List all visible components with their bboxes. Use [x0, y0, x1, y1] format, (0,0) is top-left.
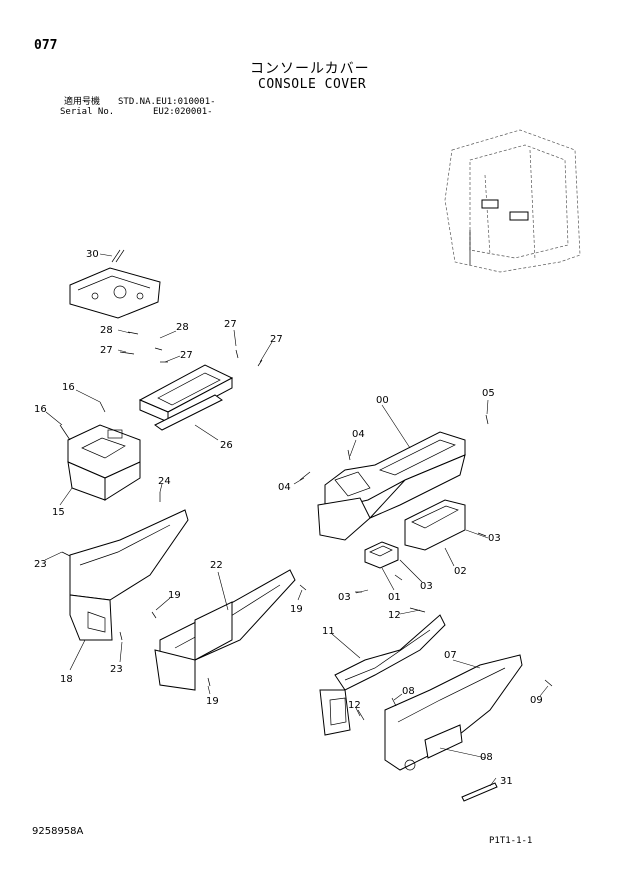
callout-27: 27 — [100, 345, 113, 356]
part-07-right-cover — [384, 654, 523, 771]
callout-18: 18 — [60, 674, 73, 685]
callout-28: 28 — [100, 325, 113, 336]
callout-16: 16 — [62, 382, 75, 393]
part-00-console-body — [317, 431, 466, 541]
part-15-front-box — [67, 424, 141, 501]
leader-lines — [44, 253, 549, 787]
callout-30: 30 — [86, 249, 99, 260]
part-30-switch-panel — [69, 249, 161, 319]
callout-03: 03 — [338, 592, 351, 603]
callout-03: 03 — [488, 533, 501, 544]
callout-05: 05 — [482, 388, 495, 399]
callout-27: 27 — [224, 319, 237, 330]
serial-eu2: EU2:020001- — [153, 107, 213, 117]
callout-08: 08 — [402, 686, 415, 697]
callout-09: 09 — [530, 695, 543, 706]
callout-19: 19 — [168, 590, 181, 601]
screws — [59, 331, 553, 721]
callout-15: 15 — [52, 507, 65, 518]
callout-07: 07 — [444, 650, 457, 661]
part-02-tray — [404, 499, 466, 551]
callout-04: 04 — [352, 429, 365, 440]
callout-22: 22 — [210, 560, 223, 571]
document-code: 9258958A — [32, 826, 84, 837]
callout-28: 28 — [176, 322, 189, 333]
callout-00: 00 — [376, 395, 389, 406]
title-japanese: コンソールカバー — [250, 61, 370, 77]
part-01-cup-holder — [364, 541, 399, 569]
callout-27: 27 — [270, 334, 283, 345]
serial-label: Serial No. — [60, 107, 115, 117]
callout-01: 01 — [388, 592, 401, 603]
callout-26: 26 — [220, 440, 233, 451]
title-english: CONSOLE COVER — [258, 77, 367, 92]
callout-23: 23 — [110, 664, 123, 675]
page-number: 077 — [34, 38, 58, 53]
callout-labels: 30 28 28 27 27 27 27 16 16 15 26 24 23 2… — [34, 249, 543, 787]
callout-12: 12 — [348, 700, 361, 711]
cab-reference-drawing — [444, 129, 581, 273]
callout-31: 31 — [500, 776, 513, 787]
part-26-top-cover — [138, 364, 234, 431]
part-31-strip — [461, 782, 498, 802]
callout-08: 08 — [480, 752, 493, 763]
page-reference: P1T1-1-1 — [489, 836, 533, 846]
callout-19: 19 — [206, 696, 219, 707]
callout-04: 04 — [278, 482, 291, 493]
applicability-label: 適用号機 — [64, 97, 101, 107]
callout-02: 02 — [454, 566, 467, 577]
applicability-std: STD.NA.EU1:010001- — [118, 97, 216, 107]
callout-23: 23 — [34, 559, 47, 570]
callout-24: 24 — [158, 476, 171, 487]
part-22-side-cover — [154, 569, 296, 691]
callout-19: 19 — [290, 604, 303, 615]
callout-11: 11 — [322, 626, 335, 637]
callout-27: 27 — [180, 350, 193, 361]
callout-12: 12 — [388, 610, 401, 621]
part-11-side-panel — [319, 614, 446, 736]
callout-03: 03 — [420, 581, 433, 592]
callout-16: 16 — [34, 404, 47, 415]
part-18-left-side-cover — [69, 509, 189, 641]
